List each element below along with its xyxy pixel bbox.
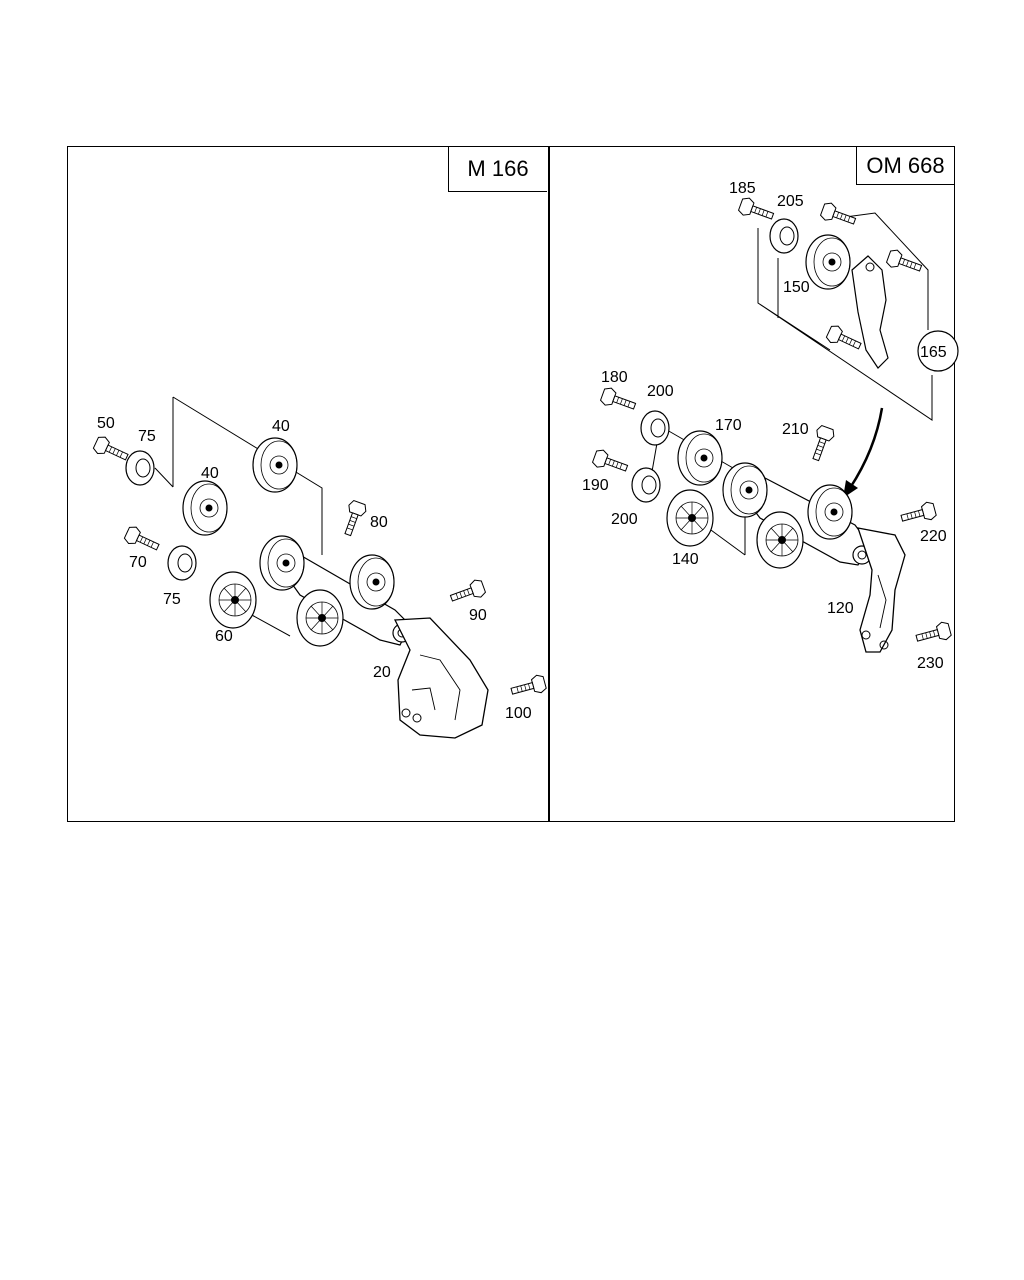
callout-50: 50 (97, 415, 115, 432)
callout-150: 150 (783, 279, 810, 296)
callout-75-lower: 75 (163, 591, 181, 608)
panel-title-om668: OM 668 (856, 147, 954, 185)
callout-100: 100 (505, 705, 532, 722)
callout-75: 75 (138, 428, 156, 445)
callout-185: 185 (729, 180, 756, 197)
callout-230: 230 (917, 655, 944, 672)
panel-divider (548, 146, 550, 822)
callout-205: 205 (777, 193, 804, 210)
callout-70: 70 (129, 554, 147, 571)
callout-165: 165 (920, 344, 947, 361)
panel-title-m166: M 166 (448, 147, 547, 192)
diagram-frame (67, 146, 955, 822)
callout-220: 220 (920, 528, 947, 545)
callout-40-upper: 40 (272, 418, 290, 435)
callout-20: 20 (373, 664, 391, 681)
callout-40-lower: 40 (201, 465, 219, 482)
callout-165-circle (917, 330, 959, 372)
callout-210: 210 (782, 421, 809, 438)
callout-60: 60 (215, 628, 233, 645)
callout-90: 90 (469, 607, 487, 624)
callout-180: 180 (601, 369, 628, 386)
callout-140: 140 (672, 551, 699, 568)
om668-assembly (591, 195, 959, 653)
callout-200-upper: 200 (647, 383, 674, 400)
callout-120: 120 (827, 600, 854, 617)
callout-190: 190 (582, 477, 609, 494)
m166-assembly (91, 396, 548, 739)
callout-200-lower: 200 (611, 511, 638, 528)
callout-80: 80 (370, 514, 388, 531)
callout-170: 170 (715, 417, 742, 434)
